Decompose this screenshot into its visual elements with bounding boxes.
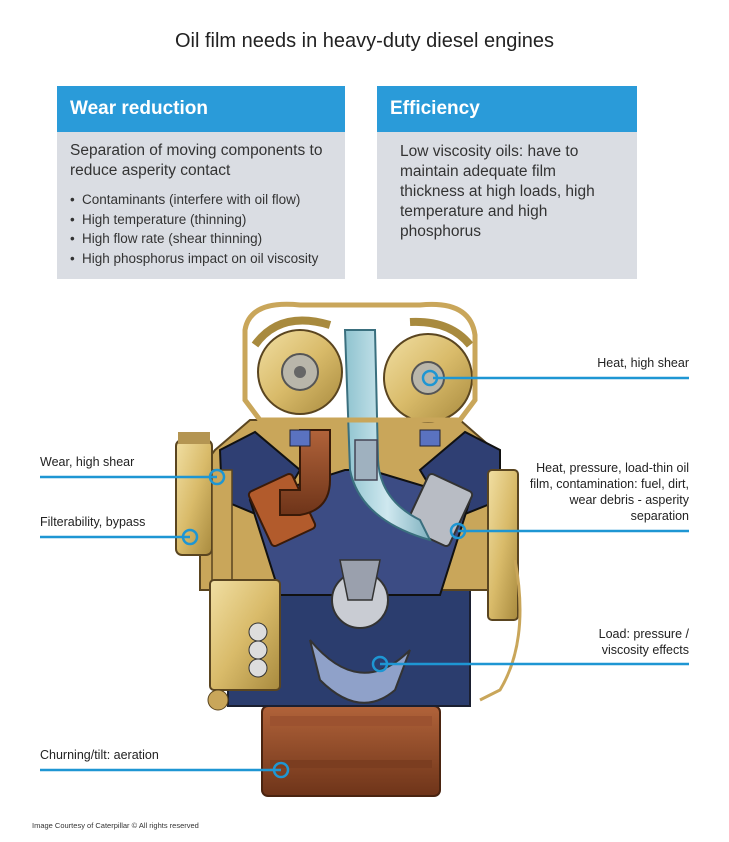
right-turbo: [383, 317, 474, 423]
callout-churning: Churning/tilt: aeration: [40, 748, 159, 762]
page-title: Oil film needs in heavy-duty diesel engi…: [174, 30, 555, 52]
engine-illustration: [175, 301, 522, 797]
list-item: High phosphorus impact on oil viscosity: [70, 249, 345, 269]
callout-marker-filterability: [181, 528, 199, 546]
callout-heat-high-shear: Heat, high shear: [597, 356, 689, 370]
callout-filterability: Filterability, bypass: [40, 515, 146, 529]
left-turbo: [251, 316, 343, 415]
wear-reduction-list: Contaminants (interfere with oil flow) H…: [57, 181, 345, 268]
callout-load: Load: pressure / viscosity effects: [598, 627, 689, 657]
wear-reduction-panel: Wear reduction Separation of moving comp…: [57, 86, 345, 279]
callout-heat-pressure: Heat, pressure, load-thin oil film, cont…: [529, 461, 689, 523]
callout-marker-heat-pressure: [449, 522, 467, 540]
efficiency-panel: Efficiency Low viscosity oils: have to m…: [377, 86, 637, 279]
image-credit: Image Courtesy of Caterpillar © All righ…: [32, 821, 199, 830]
list-item: Contaminants (interfere with oil flow): [70, 190, 345, 210]
list-item: High flow rate (shear thinning): [70, 229, 345, 249]
callout-wear-high-shear: Wear, high shear: [40, 455, 135, 469]
callout-marker-churning: [272, 761, 290, 779]
efficiency-heading: Efficiency: [377, 86, 637, 132]
efficiency-lead: Low viscosity oils: have to maintain ade…: [400, 143, 595, 240]
wear-reduction-heading: Wear reduction: [57, 86, 345, 132]
callout-marker-load: [371, 655, 389, 673]
callout-marker-heat-high-shear: [421, 369, 439, 387]
list-item: High temperature (thinning): [70, 210, 345, 230]
wear-reduction-lead: Separation of moving components to reduc…: [70, 142, 323, 179]
callout-marker-wear-high-shear: [208, 468, 226, 486]
